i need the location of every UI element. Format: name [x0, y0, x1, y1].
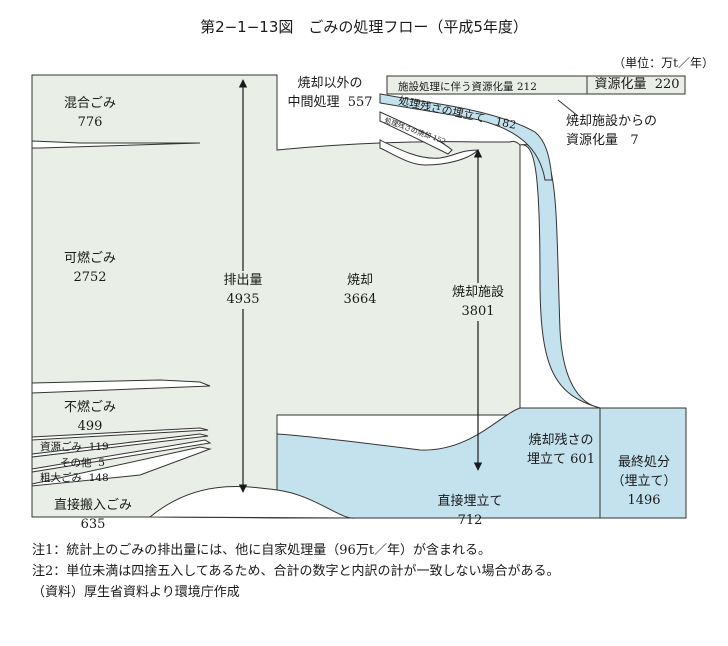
facility-recovery-value: 212: [516, 81, 537, 93]
mixed-waste-label: 混合ごみ 776: [50, 94, 130, 132]
intermediate-value: 557: [347, 95, 373, 110]
final-disposal-box: [599, 407, 687, 519]
facility-recovery-label: 施設処理に伴う資源化量 212: [398, 79, 537, 94]
bulky-name: 粗大ごみ: [40, 472, 82, 484]
incin-residue-label: 焼却残さの 埋立て 601: [522, 431, 600, 469]
recovery-total-value: 220: [654, 77, 680, 92]
recovery-total-label: 資源化量 220: [590, 76, 684, 94]
band-gap-5: [31, 439, 212, 473]
final-value: 1496: [627, 493, 661, 508]
final-disposal-label: 最終処分 （埋立て） 1496: [602, 453, 686, 510]
direct-landfill-flow: [276, 407, 601, 519]
bulky-value: 148: [88, 472, 109, 484]
other-waste-label: その他 5: [60, 455, 105, 470]
incineration-name: 焼却: [346, 273, 373, 288]
direct-landfill-name: 直接埋立て: [437, 494, 503, 509]
residue-landfill-flow: [379, 93, 553, 181]
svg-text:処理残さの焼却 152: 処理残さの焼却 152: [383, 115, 447, 146]
intermediate-label: 焼却以外の 中間処理 557: [278, 74, 382, 112]
incin-recovery-value: 7: [630, 133, 639, 148]
recovery-total-name: 資源化量: [594, 77, 647, 92]
discharge-value: 4935: [226, 292, 260, 307]
combustible-value: 2752: [73, 270, 107, 285]
incin-recovery-name1: 焼却施設からの: [566, 114, 658, 129]
resource-name: 資源ごみ: [40, 441, 82, 453]
band-gap-4: [31, 433, 209, 458]
figure-title: 第2−1−13図 ごみの処理フロー（平成5年度）: [200, 18, 528, 36]
incin-residue-name2: 埋立て: [527, 452, 567, 467]
unit-label: （単位：万t／年）: [613, 56, 714, 70]
direct-transport-hump: [148, 486, 356, 519]
incin-recovery-name2: 資源化量: [566, 133, 619, 148]
mixed-name: 混合ごみ: [63, 96, 116, 111]
direct-transport-value: 635: [80, 517, 106, 532]
combustible-label: 可燃ごみ 2752: [50, 249, 130, 287]
final-name2: （埋立て）: [611, 474, 677, 489]
band-gap-2: [31, 379, 211, 394]
note-1: 注1：統計上のごみの排出量には、他に自家処理量（96万t／年）が含まれる。: [32, 543, 492, 558]
discharge-name: 排出量: [223, 273, 263, 288]
recovery-leader-line: [557, 99, 579, 117]
incineration-label: 焼却 3664: [330, 271, 390, 309]
residue-incin-label: 処理残さの焼却 152: [383, 115, 447, 146]
direct-landfill-value: 712: [457, 513, 483, 528]
direct-transport-label: 直接搬入ごみ 635: [38, 496, 148, 534]
band-gap-3: [31, 427, 209, 441]
resource-value: 119: [88, 441, 109, 453]
band-gap-6: [31, 446, 212, 487]
residue-gap: [519, 144, 601, 409]
note-2: 注2：単位未満は四捨五入してあるため、合計の数字と内訳の計が一致しない場合がある…: [32, 564, 560, 579]
intermediate-name2: 中間処理: [287, 95, 340, 110]
noncombustible-value: 499: [77, 419, 103, 434]
bulky-waste-label: 粗大ごみ 148: [40, 470, 109, 485]
final-name1: 最終処分: [617, 455, 670, 470]
noncombustible-name: 不燃ごみ: [63, 400, 116, 415]
noncombustible-label: 不燃ごみ 499: [50, 398, 130, 436]
incin-facility-name: 焼却施設: [451, 285, 504, 300]
combustible-name: 可燃ごみ: [63, 251, 116, 266]
facility-recovery-name: 施設処理に伴う資源化量: [398, 81, 514, 93]
resource-waste-label: 資源ごみ 119: [40, 439, 109, 454]
intermediate-name1: 焼却以外の: [297, 76, 363, 91]
direct-landfill-label: 直接埋立て 712: [420, 492, 520, 530]
other-value: 5: [98, 457, 105, 469]
notes: 注1：統計上のごみの排出量には、他に自家処理量（96万t／年）が含まれる。 注2…: [32, 540, 560, 603]
band-gap-1: [31, 140, 201, 149]
incineration-value: 3664: [343, 292, 377, 307]
other-name: その他: [60, 457, 92, 469]
incin-residue-value: 601: [570, 452, 595, 467]
direct-transport-name: 直接搬入ごみ: [53, 498, 132, 513]
incin-facility-value: 3801: [461, 304, 495, 319]
discharge-label: 排出量 4935: [215, 271, 271, 309]
residue-incin-flow: [379, 111, 453, 155]
recovery-total-box: [586, 75, 686, 95]
incin-recovery-label: 焼却施設からの 資源化量 7: [566, 112, 657, 150]
mixed-value: 776: [77, 115, 103, 130]
incin-facility-label: 焼却施設 3801: [442, 283, 514, 321]
incin-residue-name1: 焼却残さの: [528, 433, 594, 448]
source-note: （資料）厚生省資料より環境庁作成: [32, 585, 240, 600]
